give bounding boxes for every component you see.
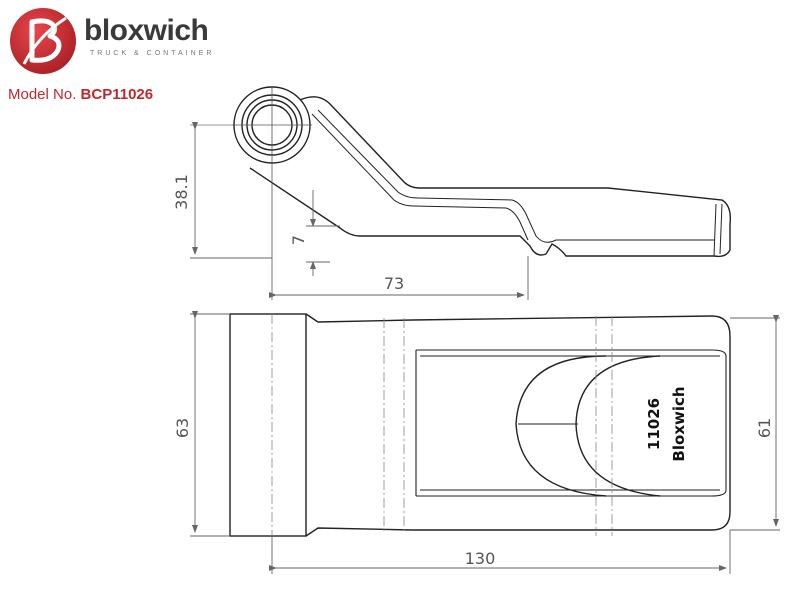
top-recess-outline bbox=[416, 349, 727, 497]
side-arm-inner-line-2 bbox=[311, 113, 529, 241]
dim-top-length: 130 bbox=[465, 549, 496, 568]
bloxwich-logo-icon bbox=[10, 8, 76, 74]
header: bloxwich TRUCK & CONTAINER Model No. BCP… bbox=[0, 0, 260, 110]
top-boss-block bbox=[229, 313, 307, 537]
dim-top-height-right: 61 bbox=[755, 418, 774, 438]
side-dimensions bbox=[190, 122, 529, 300]
side-arm-outline bbox=[249, 96, 732, 258]
model-number: BCP11026 bbox=[80, 86, 154, 103]
part-marking-number: 11026 bbox=[645, 398, 663, 450]
brand-tagline: TRUCK & CONTAINER bbox=[90, 50, 215, 57]
dim-side-length: 73 bbox=[384, 274, 404, 293]
side-arm-inner-line bbox=[317, 109, 714, 243]
side-view bbox=[233, 86, 732, 258]
dim-side-height: 38.1 bbox=[172, 174, 191, 210]
model-number-line: Model No. BCP11026 bbox=[8, 86, 153, 103]
brand-name: bloxwich bbox=[84, 14, 209, 47]
top-body-outline bbox=[305, 313, 731, 537]
model-label: Model No. bbox=[8, 86, 77, 103]
top-centerlines bbox=[271, 314, 613, 536]
top-dimensions bbox=[190, 311, 780, 574]
top-view bbox=[229, 313, 731, 537]
side-tip-bevel bbox=[713, 203, 723, 257]
dim-top-height-left: 63 bbox=[173, 418, 192, 438]
dim-side-offset: 7 bbox=[289, 235, 308, 245]
top-dome-left bbox=[515, 355, 607, 497]
side-centerlines bbox=[190, 86, 312, 300]
part-marking-brand: Bloxwich bbox=[670, 386, 688, 461]
